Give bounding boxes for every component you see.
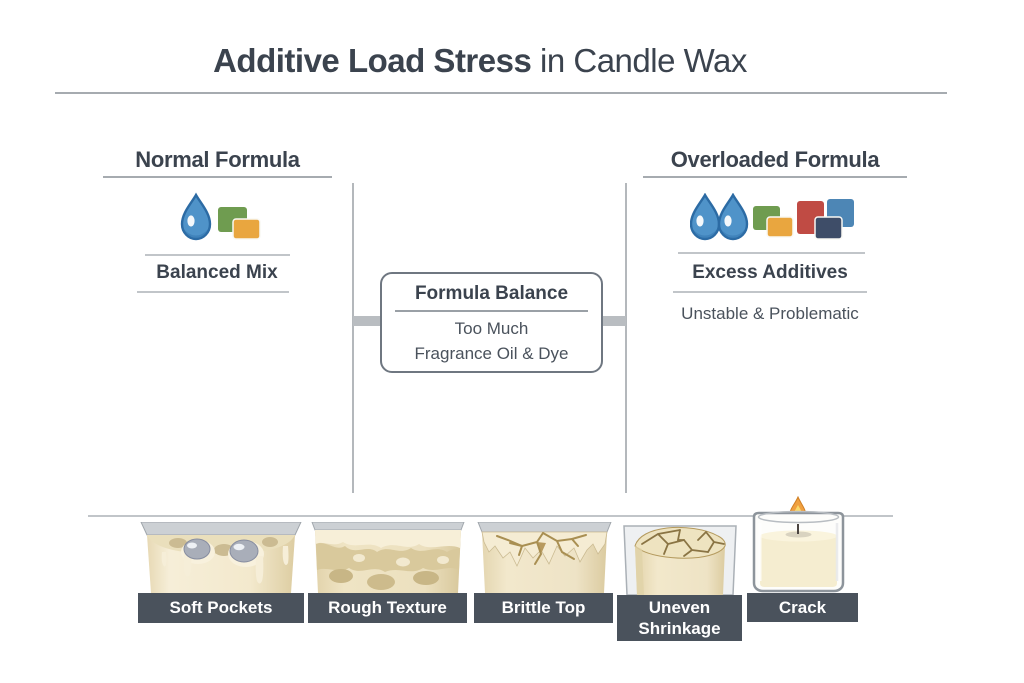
container-rim	[140, 522, 302, 536]
left-divider-line	[352, 183, 354, 493]
balanced-mix-icons	[180, 192, 261, 241]
orange-dye-block-icon	[232, 218, 261, 240]
glass-rim	[757, 510, 840, 524]
page-title-suffix: in Candle Wax	[540, 42, 747, 79]
balanced-mix-rule-top	[145, 254, 290, 256]
excess-additives-caption: Excess Additives	[692, 262, 848, 283]
soft-pocket-blob	[229, 539, 259, 563]
overloaded-formula-heading: Overloaded Formula	[670, 147, 880, 172]
left-connector-bar	[353, 316, 381, 326]
water-drop-icon	[690, 193, 721, 241]
defects-baseline	[88, 515, 893, 517]
page-title-emphasis: Additive Load Stress	[213, 42, 532, 79]
container-rim	[311, 522, 465, 531]
right-divider-line	[625, 183, 627, 493]
rough-texture-candle-illustration	[311, 522, 465, 593]
defect-label-uneven-shrinkage: Uneven Shrinkage	[617, 595, 742, 641]
orange-dye-block-icon	[766, 216, 794, 238]
excess-additives-rule-bottom	[673, 291, 867, 293]
container-rim	[477, 522, 612, 533]
right-connector-bar	[602, 316, 626, 326]
formula-balance-box: Formula Balance Too Much Fragrance Oil &…	[380, 272, 603, 373]
excess-additives-icons	[690, 193, 854, 241]
wax-pillar	[635, 546, 725, 595]
formula-balance-heading: Formula Balance	[414, 283, 569, 304]
overloaded-subcaption: Unstable & Problematic	[681, 304, 859, 323]
crack-wedge	[537, 542, 546, 554]
defect-label-crack: Crack	[747, 593, 858, 622]
defect-label-soft-pockets: Soft Pockets	[138, 593, 304, 623]
brittle-top-surface	[481, 531, 608, 567]
balanced-mix-rule-bottom	[137, 291, 289, 293]
defect-label-brittle-top: Brittle Top	[474, 593, 613, 623]
formula-balance-line2: Fragrance Oil & Dye	[414, 344, 569, 363]
formula-balance-divider	[395, 310, 588, 312]
crack-candle-illustration	[752, 496, 845, 593]
normal-formula-heading: Normal Formula	[135, 147, 300, 172]
water-drop-icon	[717, 193, 749, 241]
defect-label-rough-texture: Rough Texture	[308, 593, 467, 623]
overloaded-heading-underline	[643, 176, 907, 178]
water-drop-icon	[180, 192, 212, 241]
wax-drip	[161, 552, 167, 567]
balanced-mix-caption: Balanced Mix	[156, 262, 278, 283]
uneven-shrinkage-candle-illustration	[623, 525, 737, 595]
navy-dye-block-icon	[814, 216, 843, 240]
excess-additives-rule-top	[678, 252, 865, 254]
soft-pocket-blob	[183, 538, 211, 560]
brittle-top-candle-illustration	[477, 522, 612, 593]
rough-light-band	[315, 530, 461, 548]
wax-body	[760, 536, 837, 587]
crack-lines	[641, 529, 725, 557]
page-title: Additive Load Stress in Candle Wax	[0, 42, 960, 80]
title-underline	[55, 92, 947, 94]
wax-drip	[255, 556, 264, 584]
soft-pockets-candle-illustration	[140, 522, 302, 593]
rough-mottled-band	[316, 543, 460, 572]
wax-drip	[282, 546, 289, 565]
formula-balance-line1: Too Much	[454, 319, 529, 338]
normal-heading-underline	[103, 176, 332, 178]
wax-drip	[183, 554, 192, 577]
crack-lines	[496, 532, 587, 565]
